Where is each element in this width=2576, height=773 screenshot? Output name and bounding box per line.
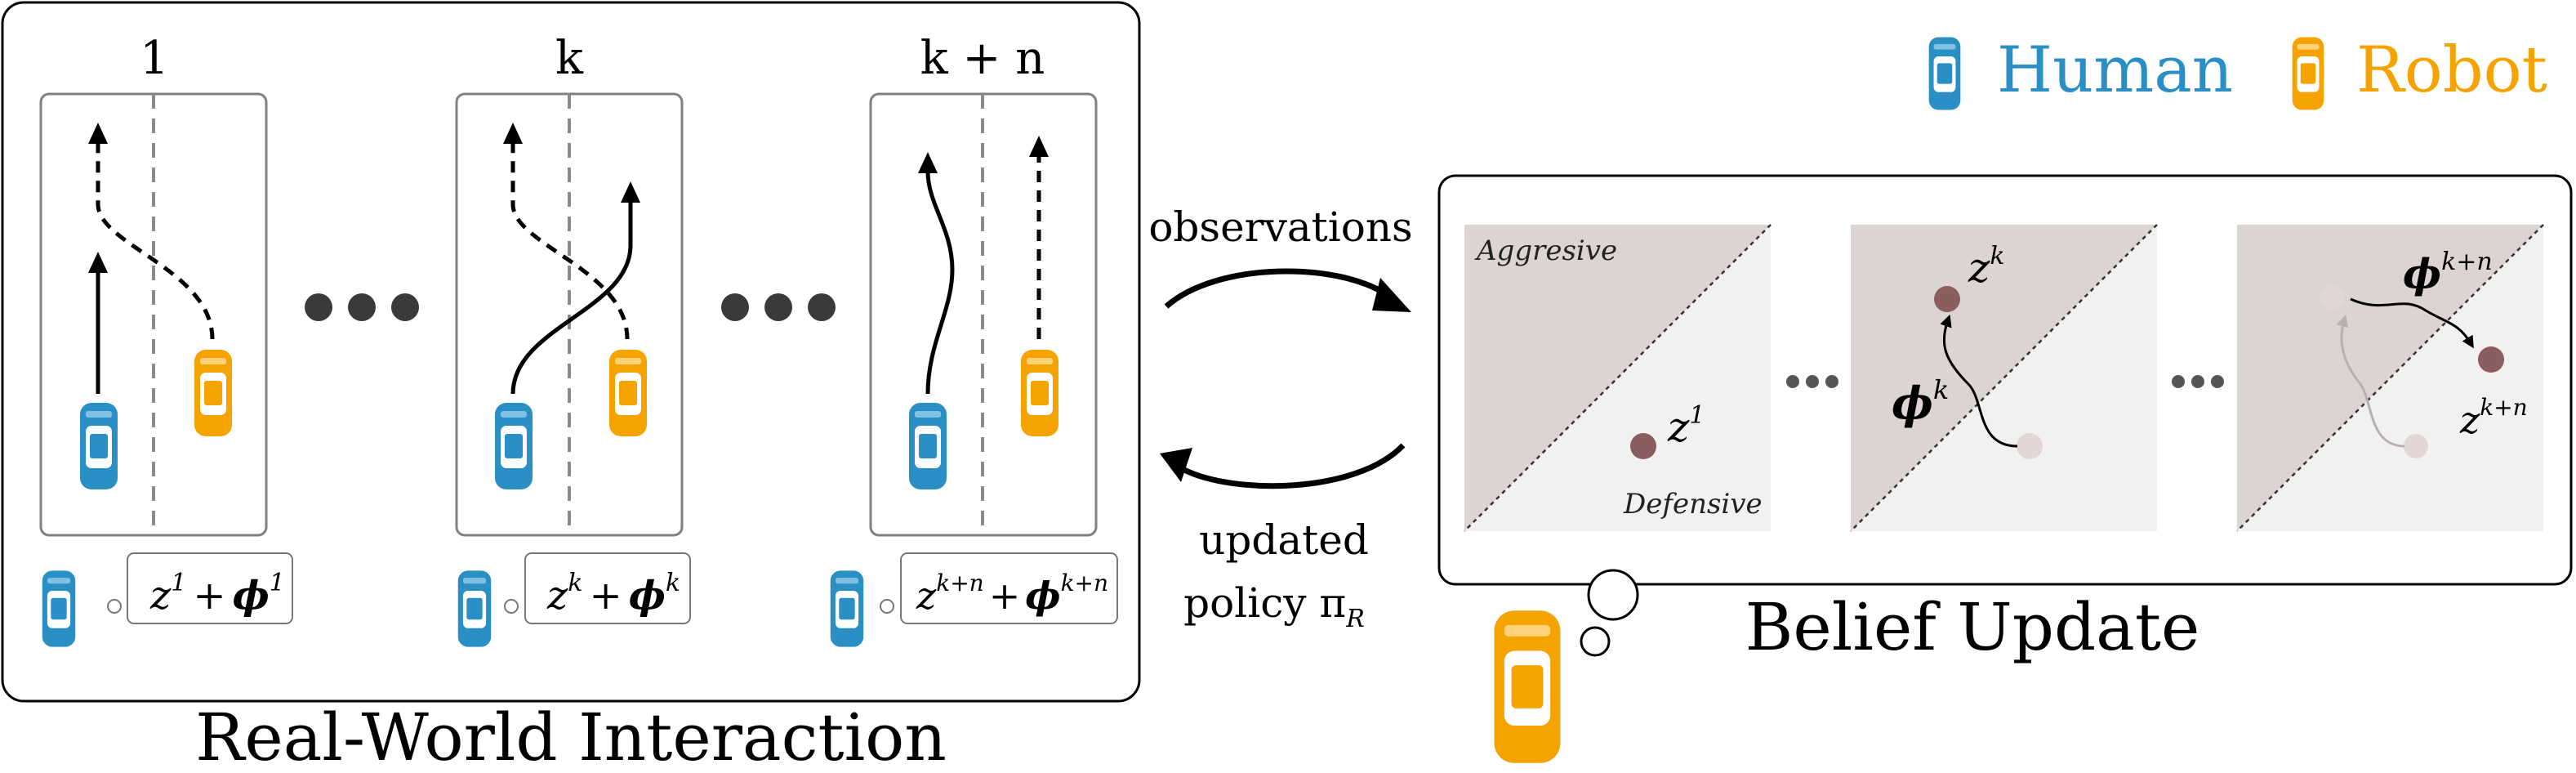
- previous-belief-dot: [2404, 434, 2428, 458]
- human-car-icon: [80, 403, 118, 489]
- belief-square-1: Aggresive Defensive z1: [1464, 224, 1772, 532]
- updated-policy-label-line1: updated: [1199, 516, 1369, 564]
- real-world-interaction-panel: 1 z1+ϕ1 k: [1, 1, 1141, 703]
- belief-label: z1+ϕ1: [149, 569, 285, 619]
- human-car-icon: [457, 570, 492, 647]
- episode-k: k zk+ϕk: [455, 32, 691, 647]
- trajectory-arrowhead: [918, 152, 938, 173]
- belief-dot-label: z1: [1667, 401, 1705, 451]
- human-car-icon: [909, 403, 947, 489]
- belief-shift-arrow: [2350, 297, 2474, 349]
- human-trajectory: [925, 171, 955, 395]
- faded-shift-arrow: [2336, 314, 2405, 448]
- policy-arrow: [1183, 443, 1406, 489]
- phi-label: ϕk+n: [2403, 248, 2493, 297]
- episode-index-label: 1: [140, 32, 169, 85]
- belief-label-box: [127, 552, 293, 624]
- belief-label-box: [900, 552, 1118, 624]
- belief-square-k: zk ϕk: [1850, 224, 2158, 532]
- trajectory-arrowhead: [503, 123, 523, 144]
- belief-shift-arrow: [1940, 314, 2018, 448]
- episode-index-label: k: [555, 32, 584, 85]
- observations-label: observations: [1148, 203, 1412, 251]
- belief-dot: [1934, 286, 1960, 312]
- human-trajectory: [510, 201, 633, 395]
- ellipsis-dots-icon: [1786, 375, 1838, 388]
- human-car-icon: [830, 570, 864, 647]
- defensive-label: Defensive: [1623, 488, 1763, 521]
- episode-index-label: k + n: [920, 32, 1045, 85]
- thought-bubble: [107, 599, 122, 614]
- robot-car-icon: [194, 350, 232, 436]
- boundary-line: [2236, 224, 2544, 532]
- robot-trajectory: [510, 141, 630, 340]
- belief-label-box: [524, 552, 691, 624]
- arrowhead: [1160, 448, 1192, 482]
- human-car-icon: [42, 570, 76, 647]
- observations-arrow: [1164, 268, 1391, 309]
- trajectory-arrowhead: [88, 252, 108, 273]
- boundary-line: [1850, 224, 2158, 532]
- robot-car-icon: [1021, 350, 1058, 436]
- ellipsis-dots-icon: [721, 293, 836, 321]
- human-car-icon: [1928, 37, 1961, 110]
- ellipsis-dots-icon: [305, 293, 419, 321]
- belief-dot-label: zk+n: [2459, 394, 2528, 442]
- belief-dot: [1630, 433, 1656, 459]
- ellipsis-dots-icon: [2172, 375, 2224, 388]
- episode-1: 1 z1+ϕ1: [39, 32, 293, 647]
- trajectory-arrowhead: [1029, 136, 1049, 157]
- belief-square-k-plus-n: ϕk+n zk+n: [2236, 224, 2544, 532]
- legend-robot-label: Robot: [2356, 34, 2547, 107]
- episode-k-plus-n: k + n zk+n+ϕk+n: [830, 32, 1118, 647]
- belief-dot-label: zk: [1968, 242, 2005, 292]
- arrowhead: [1372, 278, 1411, 312]
- thought-bubble: [1580, 626, 1611, 657]
- trajectory-arrowhead: [621, 181, 640, 203]
- legend: Human Robot: [1928, 34, 2547, 110]
- boundary-line: [1464, 224, 1772, 532]
- belief-label: zk+n+ϕk+n: [916, 570, 1108, 618]
- thought-bubble: [880, 599, 894, 614]
- phi-label: ϕk: [1892, 374, 1949, 429]
- thought-bubble: [504, 599, 519, 614]
- belief-update-panel: Aggresive Defensive z1 zk ϕk: [1437, 174, 2573, 763]
- belief-dot: [2478, 346, 2504, 373]
- right-panel-caption: Belief Update: [1745, 589, 2200, 665]
- left-panel-caption: Real-World Interaction: [195, 699, 947, 773]
- legend-human-label: Human: [1997, 34, 2233, 107]
- robot-car-icon: [609, 350, 647, 436]
- updated-policy-label-line2: policy πR: [1183, 579, 1365, 633]
- robot-car-icon: [1494, 610, 1561, 763]
- robot-trajectory: [96, 141, 215, 340]
- trajectory-arrowhead: [88, 123, 108, 144]
- feedback-arrows: observations updated policy πR: [1148, 203, 1412, 633]
- thought-bubble: [1587, 569, 1639, 621]
- previous-belief-dot: [2017, 433, 2043, 459]
- robot-car-icon: [2292, 37, 2324, 110]
- previous-belief-dot: [2320, 285, 2344, 310]
- aggressive-label: Aggresive: [1474, 235, 1617, 267]
- human-car-icon: [495, 403, 533, 489]
- belief-label: zk+ϕk: [546, 569, 680, 619]
